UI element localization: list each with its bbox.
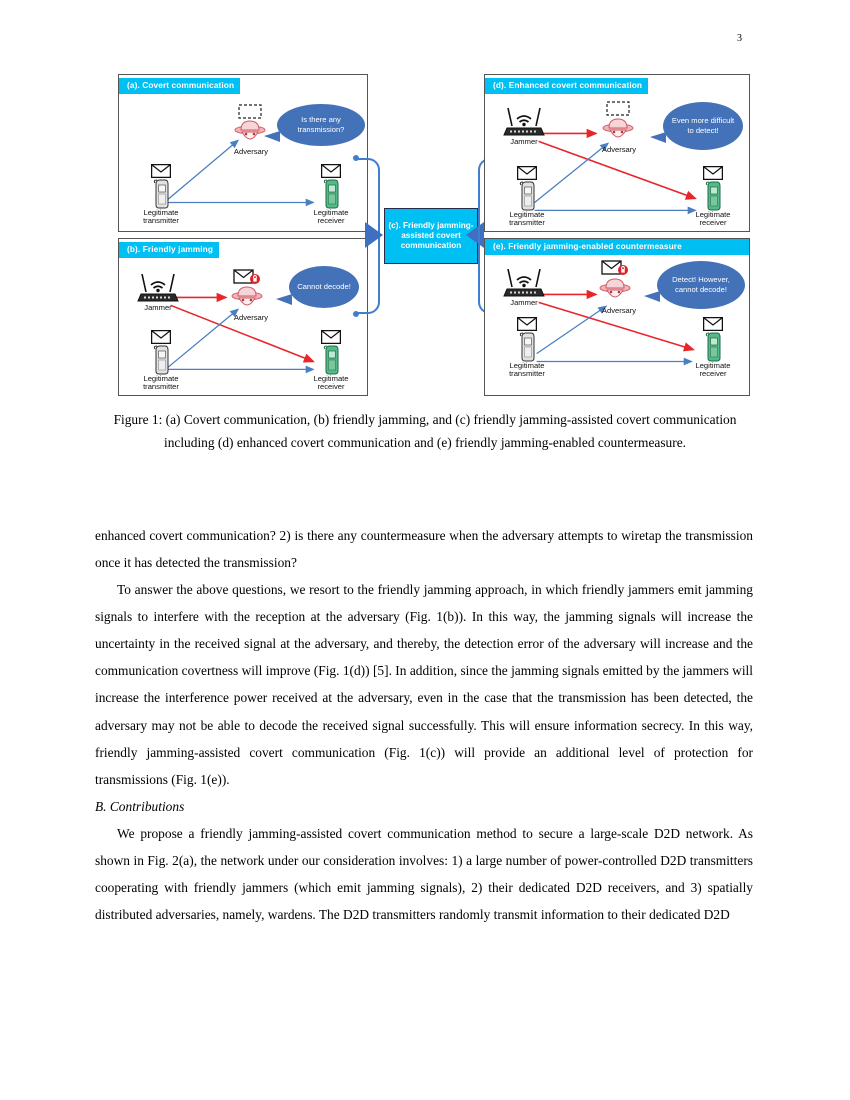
envelope-icon bbox=[321, 329, 341, 344]
panel-d-transmitter-label-1: Legitimate bbox=[509, 209, 545, 219]
panel-e-node-transmitter: Legitimate transmitter bbox=[495, 316, 559, 379]
page-number: 3 bbox=[737, 33, 742, 44]
panel-b-node-jammer: Jammer bbox=[127, 272, 189, 313]
panel-a-header: (a). Covert communication bbox=[119, 78, 241, 94]
panel-a-bubble-text: Is there any transmission? bbox=[297, 115, 345, 134]
panel-b-header: (b). Friendly jamming bbox=[119, 242, 219, 258]
panel-e-body: Jammer Adversary bbox=[485, 255, 749, 396]
envelope-icon bbox=[151, 329, 171, 344]
panel-a-body: Adversary Is there any transmission? bbox=[119, 94, 367, 235]
panel-d-bubble-tail bbox=[650, 131, 666, 143]
paragraph-2: To answer the above questions, we resort… bbox=[95, 582, 753, 787]
panel-d-enhanced-covert-communication: (d). Enhanced covert communication bbox=[484, 74, 750, 232]
panel-d-jammer-label: Jammer bbox=[510, 136, 538, 146]
panel-a-node-receiver: Legitimate receiver bbox=[299, 163, 363, 226]
panel-d-speech-bubble: Even more difficult to detect! bbox=[663, 101, 743, 150]
mobile-phone-receiver-icon bbox=[705, 181, 720, 211]
figure-1: (a). Covert communication bbox=[118, 70, 750, 400]
panel-b-bubble-tail bbox=[276, 293, 292, 305]
mobile-phone-icon bbox=[153, 345, 168, 375]
panel-b-adversary-label: Adversary bbox=[233, 312, 269, 322]
mobile-phone-icon bbox=[519, 181, 534, 211]
envelope-icon bbox=[321, 163, 341, 178]
panel-e-transmitter-label-2: transmitter bbox=[509, 369, 545, 379]
paragraph-1: enhanced covert communication? 2) is the… bbox=[95, 528, 753, 571]
section-heading-b-contributions: B. Contributions bbox=[95, 798, 185, 814]
panel-e-bubble-tail bbox=[644, 290, 660, 302]
box-c-label: (c). Friendly jamming-assisted covert co… bbox=[388, 220, 474, 251]
panel-e-node-receiver: Legitimate receiver bbox=[681, 316, 745, 379]
jammer-router-icon bbox=[503, 268, 545, 297]
panel-b-receiver-label-1: Legitimate bbox=[313, 373, 349, 383]
panel-e-bubble-text: Detect! However, cannot decode! bbox=[672, 275, 730, 294]
panel-d-transmitter-label-2: transmitter bbox=[509, 218, 545, 228]
panel-b-node-adversary: Adversary bbox=[219, 268, 283, 323]
panel-e-header: (e). Friendly jamming-enabled countermea… bbox=[485, 239, 749, 255]
panel-b-body: Jammer Adv bbox=[119, 258, 367, 399]
envelope-icon bbox=[703, 165, 723, 180]
panel-d-receiver-label-2: receiver bbox=[699, 218, 727, 228]
mobile-phone-receiver-icon bbox=[323, 179, 338, 209]
jammer-router-icon bbox=[137, 273, 179, 302]
panel-d-bubble-text: Even more difficult to detect! bbox=[671, 116, 735, 135]
panel-e-node-jammer: Jammer bbox=[493, 267, 555, 308]
paragraph-3: We propose a friendly jamming-assisted c… bbox=[95, 825, 753, 923]
figure-caption: Figure 1: (a) Covert communication, (b) … bbox=[113, 412, 737, 451]
panel-b-node-receiver: Legitimate receiver bbox=[299, 329, 363, 392]
panel-e-receiver-label-2: receiver bbox=[699, 369, 727, 379]
panel-b-transmitter-label-2: transmitter bbox=[143, 382, 179, 392]
connector-arrow-into-box-c bbox=[365, 222, 383, 248]
panel-b-receiver-label-2: receiver bbox=[317, 382, 345, 392]
connector-dot-top-left bbox=[353, 155, 359, 161]
panel-e-transmitter-label-1: Legitimate bbox=[509, 360, 545, 370]
connector-dot-bottom-left bbox=[353, 311, 359, 317]
panel-d-node-receiver: Legitimate receiver bbox=[681, 165, 745, 228]
panel-b-friendly-jamming: (b). Friendly jamming bbox=[118, 238, 368, 396]
mobile-phone-receiver-icon bbox=[323, 345, 338, 375]
panel-d-node-jammer: Jammer bbox=[493, 106, 555, 147]
panel-d-node-transmitter: Legitimate transmitter bbox=[495, 165, 559, 228]
panel-a-bubble-tail bbox=[264, 130, 280, 142]
panel-a-transmitter-label-2: transmitter bbox=[143, 216, 179, 226]
panel-a-speech-bubble: Is there any transmission? bbox=[277, 103, 365, 146]
panel-e-adversary-label: Adversary bbox=[601, 305, 637, 315]
panel-e-friendly-jamming-enabled-countermeasure: (e). Friendly jamming-enabled countermea… bbox=[484, 238, 750, 396]
body-text: enhanced covert communication? 2) is the… bbox=[95, 522, 753, 928]
envelope-icon bbox=[703, 316, 723, 331]
mobile-phone-receiver-icon bbox=[705, 332, 720, 362]
panel-e-receiver-label-1: Legitimate bbox=[695, 360, 731, 370]
panel-a-covert-communication: (a). Covert communication bbox=[118, 74, 368, 232]
panel-d-adversary-label: Adversary bbox=[601, 144, 637, 154]
envelope-icon bbox=[517, 165, 537, 180]
panel-b-speech-bubble: Cannot decode! bbox=[289, 265, 359, 308]
panel-a-node-transmitter: Legitimate transmitter bbox=[129, 163, 193, 226]
panel-e-jammer-label: Jammer bbox=[510, 297, 538, 307]
panel-b-jammer-label: Jammer bbox=[144, 302, 172, 312]
panel-b-transmitter-label-1: Legitimate bbox=[143, 373, 179, 383]
panel-a-transmitter-label-1: Legitimate bbox=[143, 207, 179, 217]
panel-d-receiver-label-1: Legitimate bbox=[695, 209, 731, 219]
panel-a-receiver-label-2: receiver bbox=[317, 216, 345, 226]
panel-b-bubble-text: Cannot decode! bbox=[297, 281, 351, 291]
panel-b-node-transmitter: Legitimate transmitter bbox=[129, 329, 193, 392]
adversary-icon bbox=[234, 103, 266, 140]
adversary-icon bbox=[602, 100, 634, 138]
panel-a-node-adversary: Adversary bbox=[219, 103, 283, 157]
panel-d-header: (d). Enhanced covert communication bbox=[485, 78, 649, 94]
panel-a-receiver-label-1: Legitimate bbox=[313, 207, 349, 217]
panel-e-speech-bubble: Detect! However, cannot decode! bbox=[657, 260, 745, 309]
jammer-router-icon bbox=[503, 107, 545, 136]
panel-a-adversary-label: Adversary bbox=[233, 146, 269, 156]
adversary-locked-icon bbox=[231, 268, 263, 306]
panel-d-node-adversary: Adversary bbox=[587, 100, 651, 155]
adversary-locked-icon bbox=[599, 259, 631, 298]
envelope-icon bbox=[517, 316, 537, 331]
mobile-phone-icon bbox=[519, 332, 534, 362]
mobile-phone-icon bbox=[153, 179, 168, 209]
box-c-friendly-jamming-assisted-covert-communication: (c). Friendly jamming-assisted covert co… bbox=[384, 208, 478, 264]
panel-d-body: Jammer Adversary Even more difficult to … bbox=[485, 94, 749, 235]
panel-e-node-adversary: Adversary bbox=[587, 259, 651, 316]
envelope-icon bbox=[151, 163, 171, 178]
